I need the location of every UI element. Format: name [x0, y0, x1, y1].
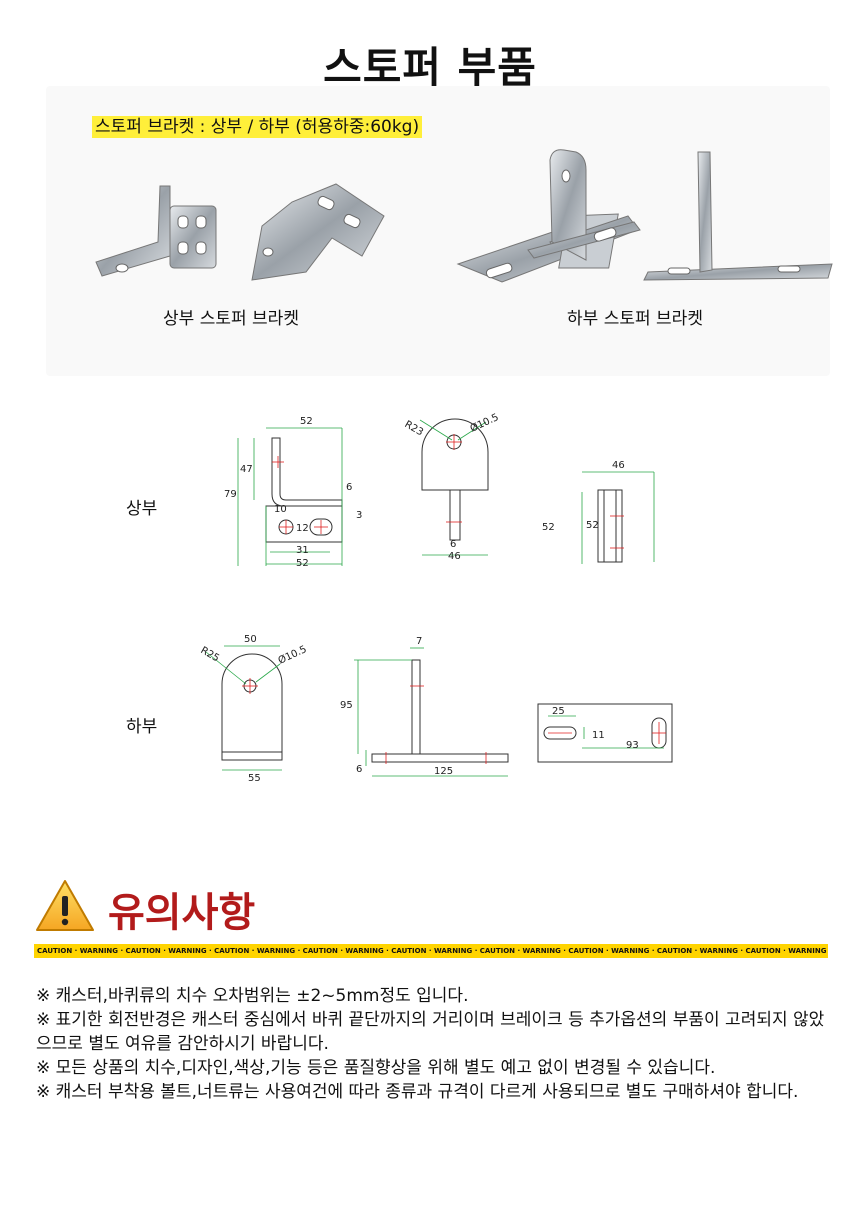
dim-lower-95: 95	[340, 700, 353, 711]
dim-lower-11: 11	[592, 730, 605, 741]
dim-upper-hole: Ø10.5	[468, 411, 500, 435]
warning-icon	[36, 880, 94, 931]
dim-upper-top-52b: 52	[586, 520, 599, 531]
bracket-spec-highlight: 스토퍼 브라켓 : 상부 / 하부 (허용하중:60kg)	[92, 116, 423, 138]
dim-lower-93: 93	[626, 740, 639, 751]
page-title: 스토퍼 부품	[323, 43, 537, 92]
notes-list: ※ 캐스터,바퀴류의 치수 오차범위는 ±2~5mm정도 입니다. ※ 표기한 …	[36, 984, 826, 1104]
dim-upper-79: 79	[224, 489, 237, 500]
dim-lower-6: 6	[356, 764, 362, 775]
dim-upper-52: 52	[300, 416, 313, 427]
dim-lower-hole: Ø10.5	[276, 643, 308, 667]
dim-lower-125: 125	[434, 766, 453, 777]
dim-upper-front-6: 6	[450, 539, 456, 550]
dim-lower-50: 50	[244, 634, 257, 645]
dim-upper-6: 6	[346, 482, 352, 493]
dim-lower-55: 55	[248, 773, 261, 784]
dim-upper-top-46: 46	[612, 460, 625, 471]
dim-upper-r23: R23	[403, 419, 426, 438]
note-item: ※ 캐스터,바퀴류의 치수 오차범위는 ±2~5mm정도 입니다.	[36, 986, 469, 1006]
dim-upper-3: 3	[356, 510, 362, 521]
note-item: ※ 표기한 회전반경은 캐스터 중심에서 바퀴 끝단까지의 거리이며 브레이크 …	[36, 1010, 825, 1054]
upper-drawing-label: 상부	[126, 499, 158, 519]
dim-upper-47: 47	[240, 464, 253, 475]
caution-tape: CAUTION · WARNING · CAUTION · WARNING · …	[34, 944, 828, 958]
upper-bracket-caption: 상부 스토퍼 브라켓	[163, 309, 299, 329]
dim-upper-52b: 52	[296, 558, 309, 569]
note-item: ※ 캐스터 부착용 볼트,너트류는 사용여건에 따라 종류과 규격이 다르게 사…	[36, 1082, 799, 1102]
lower-bracket-caption: 하부 스토퍼 브라켓	[567, 309, 703, 329]
dim-lower-25: 25	[552, 706, 565, 717]
upper-bracket-photo	[95, 183, 385, 281]
dim-lower-7: 7	[416, 636, 422, 647]
caution-title: 유의사항	[108, 890, 256, 936]
dim-upper-12: 12	[296, 523, 309, 534]
dim-upper-front-46: 46	[448, 551, 461, 562]
dim-upper-10: 10	[274, 504, 287, 515]
dim-upper-top-52a: 52	[542, 522, 555, 533]
dim-upper-31: 31	[296, 545, 309, 556]
lower-drawing-label: 하부	[126, 717, 158, 737]
dim-lower-r25: R25	[199, 645, 222, 664]
lower-bracket-photo	[456, 149, 833, 283]
note-item: ※ 모든 상품의 치수,디자인,색상,기능 등은 품질향상을 위해 별도 예고 …	[36, 1058, 716, 1078]
